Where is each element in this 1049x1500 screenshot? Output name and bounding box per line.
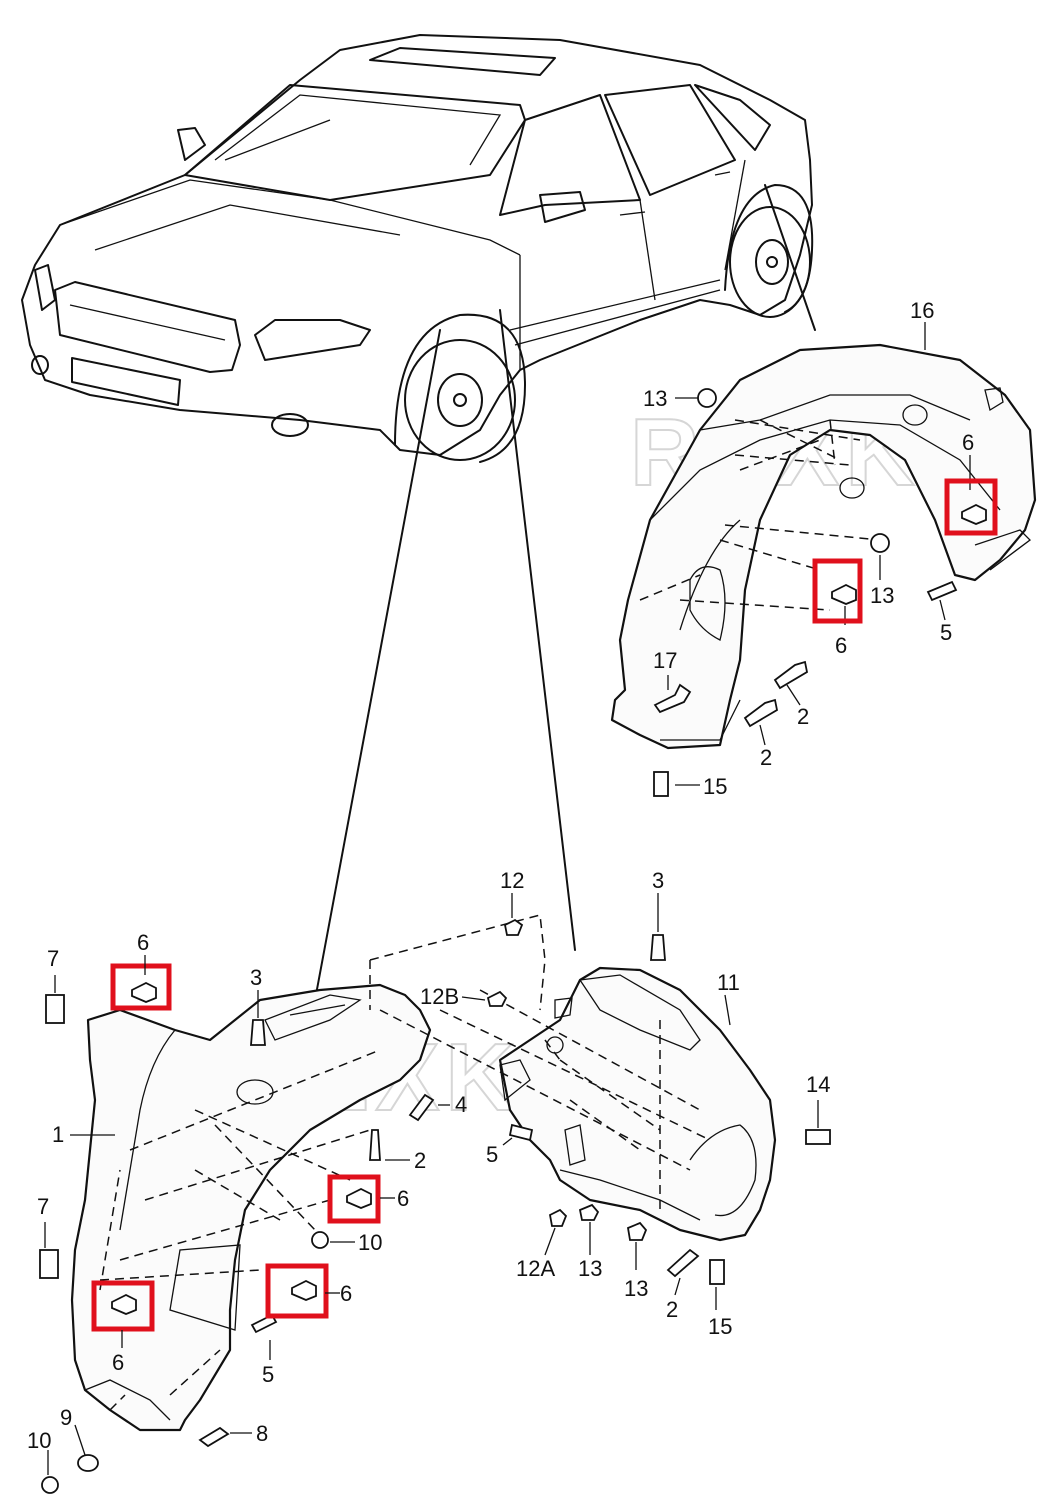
clip-7-upper bbox=[45, 994, 65, 1024]
clip-15-front bbox=[709, 1259, 725, 1285]
callout-7-lower: 7 bbox=[37, 1194, 49, 1219]
pin-3-right bbox=[650, 934, 666, 961]
nut-13-rear-right bbox=[870, 533, 890, 553]
callout-7-upper: 7 bbox=[47, 946, 59, 971]
front-fasteners bbox=[39, 918, 831, 1494]
callout-3-left: 3 bbox=[250, 965, 262, 990]
callout-6-front-top: 6 bbox=[137, 930, 149, 955]
callout-6-front-mid: 6 bbox=[397, 1186, 409, 1211]
callout-6-rear-mid: 6 bbox=[835, 633, 847, 658]
clip-8 bbox=[198, 1426, 230, 1448]
callout-14: 14 bbox=[806, 1072, 830, 1097]
callout-13-front-left: 13 bbox=[578, 1256, 602, 1281]
callout-12: 12 bbox=[500, 868, 524, 893]
callout-9: 9 bbox=[60, 1405, 72, 1430]
screw-2-front-right bbox=[666, 1248, 700, 1278]
screw-4 bbox=[408, 1093, 435, 1122]
bolt-17 bbox=[653, 683, 692, 714]
callout-16: 16 bbox=[910, 298, 934, 323]
callout-13-rear-top: 13 bbox=[643, 386, 667, 411]
callout-11: 11 bbox=[717, 970, 740, 995]
nut-13-rear-top bbox=[697, 388, 717, 408]
clip-14 bbox=[805, 1129, 831, 1145]
callout-10-mid: 10 bbox=[358, 1230, 382, 1255]
callout-6-front-right: 6 bbox=[340, 1281, 352, 1306]
screw-2-rear-upper bbox=[773, 660, 809, 690]
front-wheel-housing-liner-front bbox=[70, 983, 432, 1432]
callout-5-rear: 5 bbox=[940, 620, 952, 645]
nut-12a bbox=[548, 1208, 568, 1227]
washer-9 bbox=[77, 1454, 99, 1472]
car-illustration bbox=[21, 34, 814, 463]
clip-6-front-right bbox=[291, 1279, 317, 1301]
callout-6-rear-right: 6 bbox=[962, 430, 974, 455]
callout-6-front-low: 6 bbox=[112, 1350, 124, 1375]
callout-2-front-right: 2 bbox=[666, 1297, 678, 1322]
callout-17: 17 bbox=[653, 648, 677, 673]
screw-5-front-low bbox=[250, 1313, 278, 1334]
pin-3-left bbox=[250, 1019, 266, 1046]
leader-front-right bbox=[499, 309, 576, 951]
callout-13-front-right: 13 bbox=[624, 1276, 648, 1301]
rear-wheel-housing-liner bbox=[610, 343, 1037, 750]
callout-15-front: 15 bbox=[708, 1314, 732, 1339]
highlight-box-6-rear-mid bbox=[812, 558, 863, 624]
highlight-box-6-front-mid bbox=[327, 1174, 381, 1224]
callout-2-rear-lower: 2 bbox=[760, 745, 772, 770]
callout-1: 1 bbox=[52, 1122, 64, 1147]
screw-2-rear-lower bbox=[743, 698, 779, 728]
nut-13-front-left bbox=[578, 1203, 600, 1221]
clip-6-front-low bbox=[111, 1293, 137, 1315]
callout-13-rear-right: 13 bbox=[870, 583, 894, 608]
highlight-box-6-front-low bbox=[91, 1280, 155, 1332]
callout-2-rear-upper: 2 bbox=[797, 704, 809, 729]
nut-12 bbox=[503, 918, 524, 936]
callout-2-front-left: 2 bbox=[414, 1148, 426, 1173]
front-wheel-housing-liner-rear bbox=[369, 914, 777, 1242]
screw-5-rear bbox=[926, 580, 958, 602]
nut-12b bbox=[486, 990, 508, 1007]
callout-12b: 12B bbox=[420, 984, 459, 1009]
nut-13-front-right bbox=[626, 1221, 648, 1241]
highlight-box-6-front-right bbox=[265, 1263, 329, 1319]
screw-5-front-mid bbox=[508, 1123, 534, 1142]
callout-5-front-mid: 5 bbox=[486, 1142, 498, 1167]
clip-6-front-mid bbox=[346, 1187, 372, 1209]
nut-10-mid bbox=[311, 1231, 329, 1249]
clip-15-rear bbox=[653, 771, 669, 797]
clip-6-rear-right bbox=[961, 503, 987, 525]
callout-4: 4 bbox=[455, 1092, 467, 1117]
clip-7-lower bbox=[39, 1249, 59, 1279]
callout-3-right: 3 bbox=[652, 868, 664, 893]
leader-rear bbox=[764, 184, 816, 331]
callout-10-low: 10 bbox=[27, 1428, 51, 1453]
clip-6-rear-mid bbox=[831, 583, 857, 605]
callout-15-rear: 15 bbox=[703, 774, 727, 799]
screw-2-front-left bbox=[369, 1129, 381, 1161]
rear-fasteners bbox=[653, 388, 987, 797]
nut-10-low bbox=[41, 1476, 59, 1494]
leader-front-left bbox=[314, 329, 441, 1001]
callout-5-front-low: 5 bbox=[262, 1362, 274, 1387]
callout-12a: 12A bbox=[516, 1256, 555, 1281]
highlight-box-6-rear-right bbox=[944, 478, 998, 536]
highlight-box-6-front-top bbox=[110, 963, 172, 1011]
callout-8: 8 bbox=[256, 1421, 268, 1446]
clip-6-front-top bbox=[131, 981, 157, 1003]
